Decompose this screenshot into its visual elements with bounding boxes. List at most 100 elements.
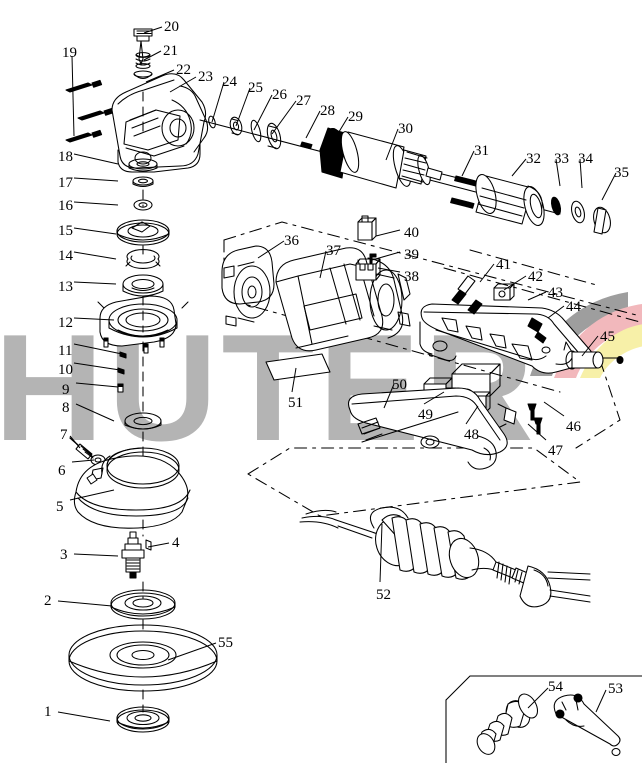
callout-3-spindle[interactable]: 3 xyxy=(60,547,68,563)
callout-55-grinding-wheel[interactable]: 55 xyxy=(218,635,233,651)
callout-14-retaining-ring[interactable]: 14 xyxy=(58,248,73,264)
callout-8-spindle-washer[interactable]: 8 xyxy=(62,400,70,416)
leader-30 xyxy=(385,128,399,161)
callout-2-inner-flange[interactable]: 2 xyxy=(44,593,52,609)
callout-47-strain-relief[interactable]: 47 xyxy=(548,443,563,459)
leader-15 xyxy=(73,227,117,235)
group-boundary-right xyxy=(575,359,621,449)
callout-32-stator-field-coil[interactable]: 32 xyxy=(526,151,541,167)
callout-13-ball-bearing[interactable]: 13 xyxy=(58,279,73,295)
callout-10-screw-m4[interactable]: 10 xyxy=(58,362,73,378)
part-3-spindle xyxy=(121,531,145,579)
part-23-gear-case-cover xyxy=(111,73,209,173)
part-11-screws xyxy=(103,337,165,393)
callout-41-handle-screw[interactable]: 41 xyxy=(496,257,511,273)
callout-46-handle-screw-short[interactable]: 46 xyxy=(566,419,581,435)
part-33-fan-washer xyxy=(550,196,562,216)
leader-21 xyxy=(143,50,162,61)
leader-2 xyxy=(57,600,113,607)
part-38-brush-holder xyxy=(355,258,381,281)
callout-25-bearing-small[interactable]: 25 xyxy=(248,80,263,96)
callout-24-shaft-washer[interactable]: 24 xyxy=(222,74,237,90)
callout-20-cover-bolt[interactable]: 20 xyxy=(164,19,179,35)
leader-14 xyxy=(73,251,117,260)
part-31-field-screws xyxy=(450,175,479,209)
part-22-spring-seat xyxy=(133,70,153,80)
leader-54 xyxy=(527,687,549,709)
leader-8 xyxy=(75,403,115,422)
callout-40-carbon-brush[interactable]: 40 xyxy=(404,225,419,241)
callout-33-fan-washer[interactable]: 33 xyxy=(554,151,569,167)
callout-43-upper-handle-shell[interactable]: 43 xyxy=(548,285,563,301)
callout-26-spacer-ring[interactable]: 26 xyxy=(272,87,287,103)
callout-27-bevel-gear[interactable]: 27 xyxy=(296,93,311,109)
callout-35-rear-bearing-cap[interactable]: 35 xyxy=(614,165,629,181)
callout-42-cable-clamp[interactable]: 42 xyxy=(528,269,543,285)
callout-29-pinion-pin[interactable]: 29 xyxy=(348,109,363,125)
callout-31-field-screw[interactable]: 31 xyxy=(474,143,489,159)
callout-1-clamp-nut[interactable]: 1 xyxy=(44,704,52,720)
leader-19 xyxy=(71,55,75,137)
part-21-compression-spring xyxy=(135,52,151,69)
callout-30-armature-rotor[interactable]: 30 xyxy=(398,121,413,137)
callout-50-lower-handle-shell[interactable]: 50 xyxy=(392,377,407,393)
leader-42 xyxy=(503,275,527,291)
leader-50 xyxy=(383,383,395,409)
callout-54-side-handle[interactable]: 54 xyxy=(548,679,563,695)
leader-24 xyxy=(211,81,225,123)
callout-7-guard-clamp-screw[interactable]: 7 xyxy=(60,427,68,443)
callout-53-pin-spanner-wrench[interactable]: 53 xyxy=(608,681,623,697)
callout-52-power-cord-assembly[interactable]: 52 xyxy=(376,587,391,603)
part-8-spindle-washer xyxy=(124,412,162,430)
callout-38-brush-holder[interactable]: 38 xyxy=(404,269,419,285)
callout-12-gearbox-housing[interactable]: 12 xyxy=(58,315,73,331)
leader-18 xyxy=(73,153,119,165)
leader-48 xyxy=(465,405,479,425)
leader-49 xyxy=(423,391,445,405)
callout-51-nameplate-label[interactable]: 51 xyxy=(288,395,303,411)
callout-9-screw-m5[interactable]: 9 xyxy=(62,382,70,398)
callout-23-gear-case-cover[interactable]: 23 xyxy=(198,69,213,85)
leader-43 xyxy=(527,291,547,301)
leader-25 xyxy=(235,87,251,127)
leader-35 xyxy=(601,172,617,201)
callout-49-suppressor-capacitor[interactable]: 49 xyxy=(418,407,433,423)
part-28-shaft-key xyxy=(300,141,313,150)
callout-4-spindle-key[interactable]: 4 xyxy=(172,535,180,551)
callout-15-bearing-cover-plate[interactable]: 15 xyxy=(58,223,73,239)
leader-6 xyxy=(71,459,95,463)
leader-3 xyxy=(73,553,119,557)
part-55-grinding-wheel xyxy=(68,624,218,692)
callout-16-washer[interactable]: 16 xyxy=(58,198,73,214)
callout-21-compression-spring[interactable]: 21 xyxy=(163,43,178,59)
callout-48-power-switch[interactable]: 48 xyxy=(464,427,479,443)
part-5-wheel-guard xyxy=(73,447,191,529)
callout-17-seal-ring[interactable]: 17 xyxy=(58,175,73,191)
callout-19-housing-screw-set[interactable]: 19 xyxy=(62,45,77,61)
callout-11-screw-m4-long[interactable]: 11 xyxy=(58,343,73,359)
callout-45-cord-gland[interactable]: 45 xyxy=(600,329,615,345)
part-4-spindle-key xyxy=(145,539,152,551)
part-14-retaining-ring xyxy=(125,249,161,269)
callout-34-bearing-retainer[interactable]: 34 xyxy=(578,151,593,167)
leader-31 xyxy=(461,150,475,177)
callout-22-spring-seat[interactable]: 22 xyxy=(176,62,191,78)
callout-39-brush-spring-clip[interactable]: 39 xyxy=(404,247,419,263)
part-34-bearing-retainer xyxy=(571,200,585,224)
leader-1 xyxy=(57,711,111,722)
callout-36-air-baffle[interactable]: 36 xyxy=(284,233,299,249)
callout-37-motor-housing[interactable]: 37 xyxy=(326,243,341,259)
leader-23 xyxy=(169,76,197,93)
part-50-lower-handle-shell xyxy=(347,387,508,470)
callout-5-wheel-guard[interactable]: 5 xyxy=(56,499,64,515)
callout-6-guard-clamp-nut[interactable]: 6 xyxy=(58,463,66,479)
callout-18-bearing-bushing[interactable]: 18 xyxy=(58,149,73,165)
part-54-side-handle xyxy=(476,693,539,755)
part-20-cover-bolt xyxy=(133,28,153,65)
callout-44-switch-rod[interactable]: 44 xyxy=(566,299,581,315)
leader-17 xyxy=(73,177,119,182)
leader-13 xyxy=(73,281,117,285)
leader-28 xyxy=(305,110,321,139)
callout-28-shaft-key[interactable]: 28 xyxy=(320,103,335,119)
